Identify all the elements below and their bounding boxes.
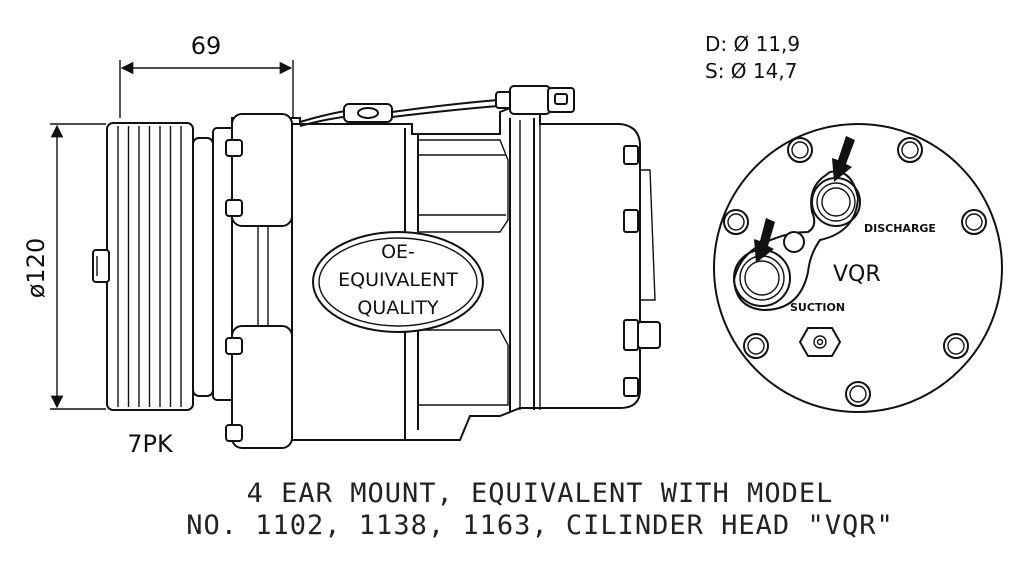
head-bolt-center <box>783 231 805 253</box>
head-bolt-inner <box>727 213 745 231</box>
suction-arrow-icon <box>754 218 775 263</box>
diameter-dimension: ø120 <box>22 123 106 410</box>
pulley-hub-ring <box>192 137 214 397</box>
pulley-grooves <box>117 126 182 407</box>
badge-line-2: EQUIVALENT <box>338 269 458 291</box>
discharge-label: DISCHARGE <box>864 222 936 235</box>
badge-inner-ring <box>318 237 478 327</box>
head-bolt-inner <box>947 337 965 355</box>
diameter-value: ø120 <box>22 238 50 299</box>
head-bolt-inner <box>791 141 809 159</box>
ear-bolt <box>225 424 243 442</box>
suction-port <box>744 260 780 296</box>
badge-outer-ring <box>312 231 484 333</box>
control-valve <box>637 321 661 349</box>
badge-line-1: OE- <box>381 241 415 263</box>
length-dimension: 69 <box>119 32 294 118</box>
oe-quality-badge: OE- EQUIVALENT QUALITY <box>312 231 484 333</box>
rear-bolt <box>623 377 639 397</box>
suction-label: SUCTION <box>790 301 845 314</box>
pulley: 7PK <box>92 122 214 458</box>
head-bolt-inner <box>849 385 867 403</box>
rear-bolt <box>623 209 639 233</box>
head-bolt-inner <box>901 141 919 159</box>
rear-bolt <box>623 145 639 165</box>
cylinder-band <box>418 139 509 233</box>
head-bolts <box>723 137 987 407</box>
caption-line-1: 4 EAR MOUNT, EQUIVALENT WITH MODEL <box>247 478 834 509</box>
discharge-arrow-icon <box>832 136 855 182</box>
pulley-nut <box>92 249 110 283</box>
ear-bolt <box>225 199 243 217</box>
clutch-wire <box>299 85 575 127</box>
wire-connector <box>509 85 551 115</box>
length-value: 69 <box>191 32 222 60</box>
front-housing <box>212 113 301 449</box>
discharge-diameter: D: Ø 11,9 <box>705 32 800 56</box>
head-bolt-inner <box>747 337 765 355</box>
head-outline <box>713 123 1003 413</box>
head-code-label: VQR <box>833 262 881 287</box>
belt-type-label: 7PK <box>127 430 174 458</box>
head-bolt-inner <box>965 213 983 231</box>
cylinder-head-view: DISCHARGE VQR SUCTION <box>713 123 1003 413</box>
badge-line-3: QUALITY <box>357 297 439 319</box>
caption-line-2: NO. 1102, 1138, 1163, CILINDER HEAD "VQR… <box>186 510 893 541</box>
ear-bolt <box>225 139 243 157</box>
rear-bolt <box>623 319 639 351</box>
service-valve <box>798 327 842 357</box>
discharge-port <box>821 187 851 217</box>
suction-diameter: S: Ø 14,7 <box>705 59 797 83</box>
ear-bolt <box>225 337 243 355</box>
